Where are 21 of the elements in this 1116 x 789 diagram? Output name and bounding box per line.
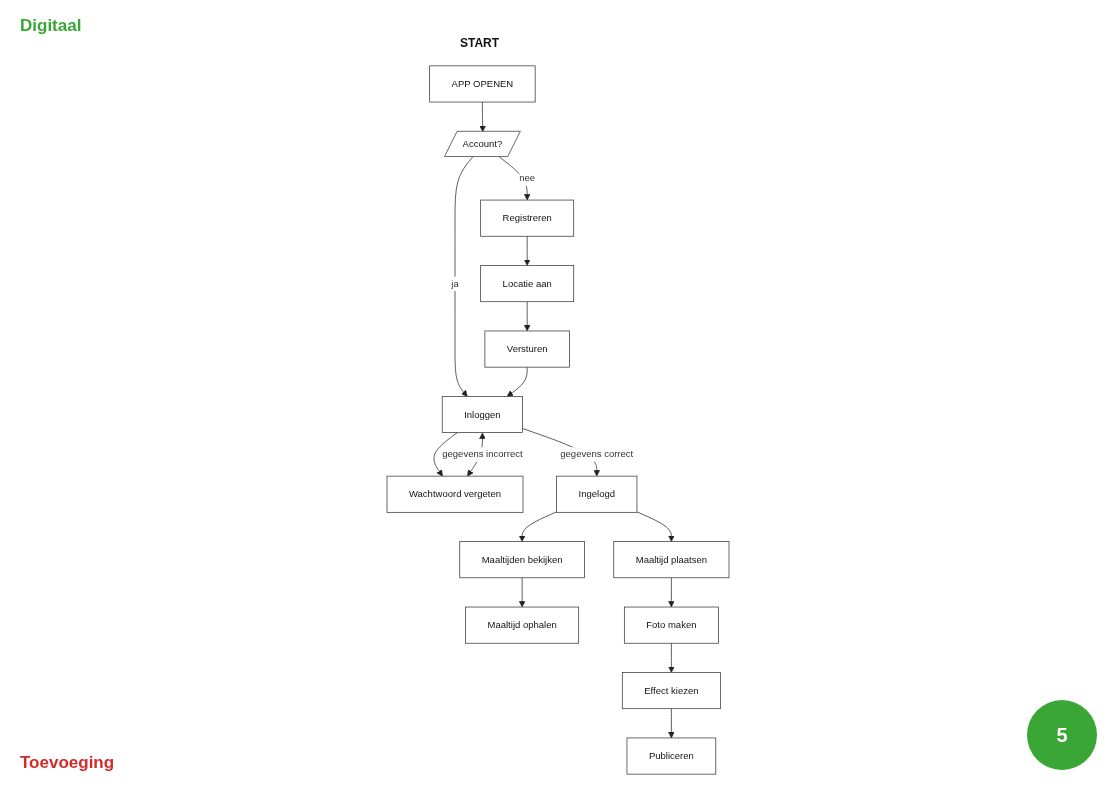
node-box: Locatie aan xyxy=(480,265,575,303)
node-box: Foto maken xyxy=(623,606,719,644)
edge-label: gegevens incorrect xyxy=(442,448,523,460)
node-box: Ingelogd xyxy=(556,475,638,513)
start-label: START xyxy=(460,36,500,50)
node-box: Inloggen xyxy=(441,396,523,433)
node-box: Maaltijden bekijken xyxy=(459,541,585,579)
edge-label: nee xyxy=(519,172,536,184)
corner-heading: Digitaal xyxy=(20,16,82,36)
node-box: APP OPENEN xyxy=(429,65,536,103)
node-box: Registreren xyxy=(480,199,575,237)
corner-heading: Toevoeging xyxy=(20,753,115,773)
page-number-badge: 5 xyxy=(1027,700,1097,770)
node-box: Maaltijd plaatsen xyxy=(613,541,730,579)
node-box: Effect kiezen xyxy=(621,672,721,710)
node-box: Versturen xyxy=(484,330,570,368)
edge-label: gegevens correct xyxy=(560,448,634,460)
node-box: Wachtwoord vergeten xyxy=(386,475,524,513)
edge-label: ja xyxy=(451,277,459,289)
node-box: Maaltijd ophalen xyxy=(465,606,580,644)
node-box: Publiceren xyxy=(626,737,717,775)
